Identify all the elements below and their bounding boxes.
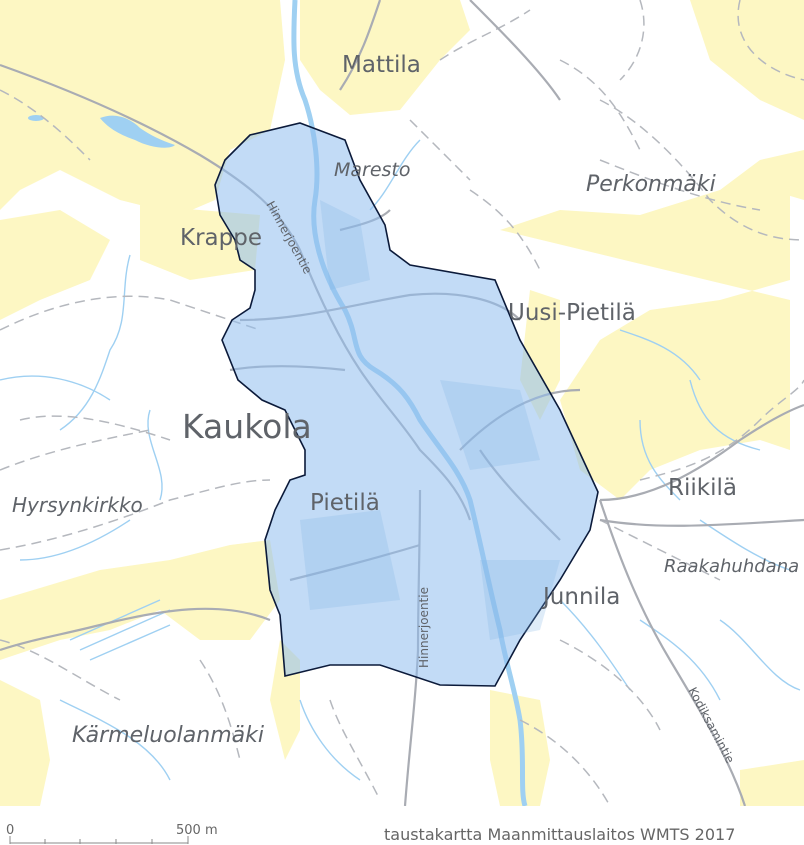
label-kaukola: Kaukola	[182, 407, 312, 446]
field-areas	[0, 0, 804, 806]
label-krappe: Krappe	[180, 225, 262, 251]
label-raakahuhdanaho: Raakahuhdana	[664, 556, 799, 577]
label-uusi-pietila: Uusi-Pietilä	[508, 300, 636, 326]
label-karmeluolanmaki: Kärmeluolanmäki	[72, 723, 264, 748]
tracks	[0, 0, 804, 807]
label-riikila: Riikilä	[668, 475, 737, 501]
polygon-texture	[300, 200, 560, 640]
scale-end-label: 500 m	[176, 823, 218, 838]
footer-strip	[0, 806, 804, 845]
attribution-text: taustakartta Maanmittauslaitos WMTS 2017	[384, 825, 735, 844]
label-hyrsynkirkko: Hyrsynkirkko	[12, 493, 143, 517]
label-road-hinnerjoentie-south: Hinnerjoentie	[417, 587, 431, 668]
study-area-polygon[interactable]	[214, 122, 599, 687]
label-maresto: Maresto	[334, 159, 411, 181]
scale-start-label: 0	[6, 823, 14, 838]
label-pietila: Pietilä	[310, 490, 380, 516]
label-junnila: Junnila	[541, 584, 620, 610]
scale-bar	[9, 836, 189, 844]
label-perkonmaki: Perkonmäki	[586, 172, 716, 197]
label-mattila: Mattila	[342, 52, 421, 78]
lakes	[28, 115, 175, 148]
streams	[0, 139, 801, 781]
